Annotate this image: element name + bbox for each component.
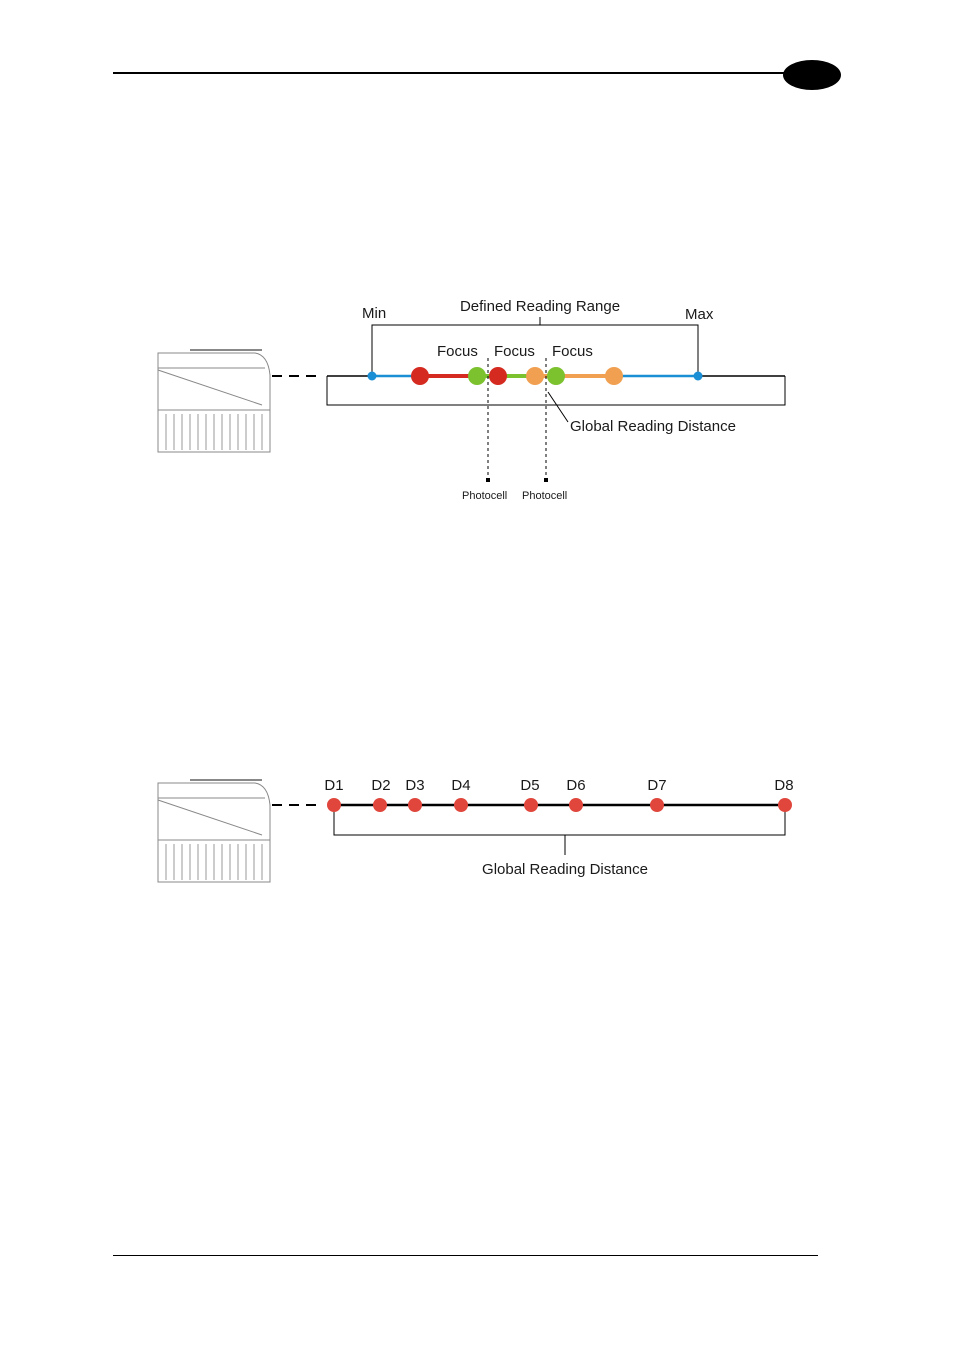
distance-label-d7: D7	[647, 777, 666, 794]
distance-label-d5: D5	[520, 777, 539, 794]
focus2-end-point	[526, 367, 544, 385]
distance-point-d3	[408, 798, 422, 812]
photocell-label-1: Photocell	[462, 490, 507, 502]
focus-label-2: Focus	[494, 343, 535, 360]
distance-point-d4	[454, 798, 468, 812]
defined-range-title: Defined Reading Range	[460, 298, 620, 315]
distance-point-d6	[569, 798, 583, 812]
focus-label-3: Focus	[552, 343, 593, 360]
distance-label-d1: D1	[324, 777, 343, 794]
distance-point-d5	[524, 798, 538, 812]
focus2-start-point	[489, 367, 507, 385]
chapter-tab	[783, 60, 841, 90]
min-label: Min	[362, 305, 386, 322]
scanner-fins	[166, 844, 262, 880]
min-marker	[368, 372, 377, 381]
distance-point-d1	[327, 798, 341, 812]
global-bracket	[334, 805, 785, 855]
reading-distances-diagram: D1 D2 D3 D4 D5 D6 D7 D8 Global Reading D…	[0, 760, 954, 900]
focus1-end-point	[468, 367, 486, 385]
focus3-start-point	[547, 367, 565, 385]
header-rule	[113, 72, 803, 74]
photocell-marker-1	[486, 478, 490, 482]
footer-rule	[113, 1255, 818, 1256]
distance-label-d3: D3	[405, 777, 424, 794]
distance-point-d7	[650, 798, 664, 812]
max-label: Max	[685, 306, 714, 323]
distance-point-d8	[778, 798, 792, 812]
distance-label-d6: D6	[566, 777, 585, 794]
global-reading-label: Global Reading Distance	[482, 861, 648, 878]
focus1-start-point	[411, 367, 429, 385]
photocell-label-2: Photocell	[522, 490, 567, 502]
focus-label-1: Focus	[437, 343, 478, 360]
scanner-device-icon	[158, 780, 270, 882]
scanner-fins	[166, 414, 262, 450]
distance-point-d2	[373, 798, 387, 812]
focus-zones-diagram: Defined Reading Range Min Max Focus Focu…	[0, 280, 954, 520]
global-label-leader	[548, 392, 568, 422]
focus3-end-point	[605, 367, 623, 385]
max-marker	[694, 372, 703, 381]
photocell-marker-2	[544, 478, 548, 482]
global-reading-label: Global Reading Distance	[570, 418, 736, 435]
distance-label-d4: D4	[451, 777, 470, 794]
distance-label-d8: D8	[774, 777, 793, 794]
scanner-device-icon	[158, 350, 270, 452]
distance-label-d2: D2	[371, 777, 390, 794]
